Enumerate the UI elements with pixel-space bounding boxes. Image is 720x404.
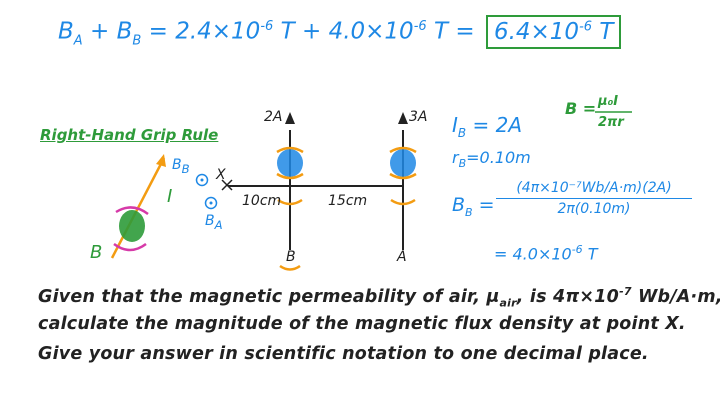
rb-line: rB=0.10m [452,148,531,171]
wire-b-arrow [285,112,295,124]
top-equation: BA + BB = 2.4×10-6 T + 4.0×10-6 T = 6.4×… [58,14,622,49]
question-line-3: Give your answer in scientific notation … [38,344,649,364]
field-loop-b-low [277,198,303,206]
wire-b-label: B [286,249,296,265]
eq-result-box: 6.4×10-6 T [485,14,622,49]
field-a-letter: B [205,213,215,229]
eq-unit2: T [433,18,449,45]
rb-sub: B [458,157,467,171]
question-line1-c: Wb/A·m, [631,286,720,307]
field-a-label: BA [205,214,223,231]
hand-grip-a [390,149,416,177]
grip-field-top [115,206,149,216]
field-a-sub: A [214,217,223,232]
bb-sub: B [465,205,473,219]
eq-sub-b: B [132,33,142,49]
bb-letter: B [452,194,466,216]
question-line1-exp: -7 [619,285,632,298]
ib-letter: I [452,113,458,137]
field-b-letter: B [172,157,182,173]
rb-value: =0.10m [466,148,531,167]
wire-a-label: A [397,249,407,265]
eq-exp1: -6 [260,19,274,34]
wire-b-current: 2A [264,109,283,125]
field-loop-a-bottom [389,172,417,180]
eq-b: B [58,18,74,45]
question-line1-b: , is 4π×10 [516,286,620,307]
bb-result-value: = 4.0×10 [494,244,572,264]
rb-letter: r [452,148,459,167]
question-line1-a: Given that the magnetic permeability of … [38,286,500,307]
grip-current-arrow [156,154,166,167]
dist-right-label: 15cm [328,193,368,209]
grip-field-bottom [113,242,147,252]
point-x-cross-b [221,179,233,191]
field-loop-b-bottom [276,172,304,180]
bb-lhs: BB = [452,196,495,218]
ib-line: IB = 2A [452,115,522,139]
grip-hand [119,210,145,242]
field-b-sub: B [181,161,190,176]
eq-equals2: = [455,18,475,45]
eq-b2: B [116,18,133,45]
eq-unit1: T [280,18,295,45]
ib-value: = 2A [472,113,523,137]
eq-sub-a: A [73,33,83,49]
eq-plus2: + [301,18,322,45]
wire-a-current: 3A [409,109,428,125]
eq-equals: = [148,18,168,45]
eq-term2: 4.0×10 [328,18,414,45]
bb-result-unit: T [587,244,598,264]
field-a-out-dot [209,201,213,205]
eq-unit3: T [599,18,614,45]
formula-num: μ₀I [598,94,619,109]
eq-exp2: -6 [413,19,427,34]
field-a-out-symbol [204,196,218,210]
eq-exp3: -6 [579,19,593,34]
formula-lhs: B = [565,99,597,118]
field-loop-a-top [389,146,417,154]
question-line1-sub: air [499,296,517,310]
field-loop-a-low [390,198,416,206]
field-b-out-dot [200,178,204,182]
ib-sub: B [457,126,467,140]
wire-a-arrow [398,112,408,124]
field-b-label: BB [172,158,190,175]
question-line-2: calculate the magnitude of the magnetic … [38,314,686,334]
bb-numerator: (4π×10⁻⁷Wb/A·m)(2A) [496,180,692,199]
rule-title: Right-Hand Grip Rule [40,126,219,144]
field-loop-b-base [279,264,301,271]
eq-term1: 2.4×10 [175,18,261,45]
dist-left-label: 10cm [242,193,282,209]
eq-plus: + [90,18,110,45]
bb-equals: = [478,194,495,216]
grip-field-label: B [90,242,103,263]
formula-den: 2πr [598,115,624,130]
field-b-out-symbol [195,173,209,187]
bb-result: = 4.0×10-6 T [494,244,598,262]
grip-current-label: I [167,186,173,207]
bb-fraction: (4π×10⁻⁷Wb/A·m)(2A) 2π(0.10m) [496,180,692,217]
hand-grip-b [277,149,303,177]
question-line-1: Given that the magnetic permeability of … [38,286,720,308]
point-x-label: X [216,167,226,183]
field-loop-b-top [276,146,304,154]
bb-result-exp: -6 [571,243,583,256]
bb-denominator: 2π(0.10m) [557,201,631,217]
eq-result: 6.4×10 [493,18,580,45]
